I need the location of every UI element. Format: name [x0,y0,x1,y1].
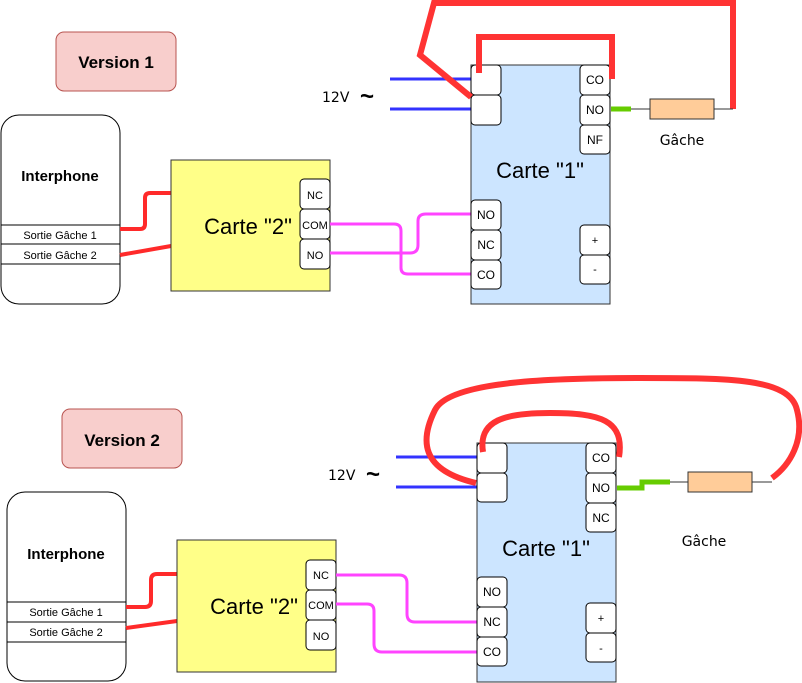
card-2-v1-terminal-no-label: NO [307,250,324,262]
ac-tilde-icon: ~ [360,83,374,110]
card-1-v1-relay-nf-label: NF [587,133,603,147]
card-1-v2-relay-co-label: CO [592,451,610,465]
wire-green-no-2 [617,479,670,491]
wire-red-output-2-v2 [125,619,178,630]
card-1-v2-input-co [476,636,508,667]
version-2-title: Version 2 [84,431,160,450]
card-1-v2-input-no-label: NO [483,585,501,599]
version-1-section: Version 1 Interphone Sortie Gâche 1 Sort… [0,0,736,305]
card-1-v2-power-terminal-2 [476,472,508,503]
card-1-v1-input-nc-label: NC [477,238,495,252]
interphone-1: Interphone Sortie Gâche 1 Sortie Gâche 2 [0,114,121,305]
strike-2-resistor-icon [687,471,753,493]
card-2-v2-terminal-no-label: NO [313,631,330,643]
card-1-v2: Carte "1" CO NO NC NO NC CO + - [476,442,617,683]
interphone-2-output-1-label: Sortie Gâche 1 [29,607,102,619]
wire-red-strike-return-2 [423,374,802,486]
card-2-v1-terminal-nc-label: NC [307,190,323,202]
supply-2-label: 12V [328,468,356,484]
ac-tilde-icon-2: ~ [366,461,380,488]
wire-magenta-com-co-v2 [336,602,477,654]
card-1-v1-relay-no-label: NO [586,103,604,117]
version-2-badge: Version 2 [61,408,183,469]
card-1-v2-label: Carte "1" [502,536,590,561]
card-1-v1-relay-co-label: CO [586,73,604,87]
card-2-v2: Carte "2" NC COM NO [176,539,337,673]
card-2-v1-label: Carte "2" [204,214,292,239]
version-2-section: Version 2 Interphone Sortie Gâche 1 Sort… [6,374,802,683]
card-1-v2-input-co-label: CO [483,645,501,659]
wire-red-bridge-2 [479,409,623,458]
interphone-2-output-2-label: Sortie Gâche 2 [29,627,102,639]
card-1-v1-input-co-label: CO [477,268,495,282]
wire-red-strike-return-1 [416,0,736,109]
version-1-title: Version 1 [78,53,154,72]
wire-red-bridge-1 [476,34,615,79]
card-1-v2-input-nc-label: NC [483,615,501,629]
strike-1-resistor-icon [649,98,715,120]
card-2-v1-terminal-com-label: COM [302,220,328,232]
card-1-v1-input-co [470,259,502,290]
card-1-v1-power-terminal-1 [470,64,502,96]
card-1-v1-input-no-label: NO [477,208,495,222]
card-2-v2-label: Carte "2" [210,594,298,619]
card-1-v1-supply-plus-label: + [592,235,598,247]
wire-red-output-2 [119,244,172,257]
wire-red-output-1 [120,191,171,231]
card-2-v2-terminal-com-label: COM [308,600,334,612]
interphone-1-output-1-label: Sortie Gâche 1 [23,230,96,242]
version-1-badge: Version 1 [55,31,177,92]
card-1-v1-supply-minus [579,254,611,285]
card-1-v1: Carte "1" CO NO NF NO NC CO + - [470,64,611,305]
strike-2-label: Gâche [682,534,727,550]
card-1-v2-supply-minus [585,632,617,663]
card-2-v2-terminal-no [305,619,337,651]
card-1-v2-supply-plus-label: + [598,613,604,625]
interphone-1-output-2-label: Sortie Gâche 2 [23,250,96,262]
wire-red-output-1-v2 [126,572,177,609]
card-1-v2-relay-nc-label: NC [592,511,610,525]
wire-magenta-no-no [330,212,471,255]
interphone-2: Interphone Sortie Gâche 1 Sortie Gâche 2 [6,491,127,682]
supply-1-label: 12V [322,90,350,106]
interphone-1-title: Interphone [21,168,99,185]
card-1-v2-supply-minus-label: - [599,643,603,655]
interphone-2-output-2 [6,621,127,643]
card-1-v1-relay-nf [579,124,611,155]
card-1-v1-label: Carte "1" [496,158,584,183]
wire-magenta-com-co [330,222,471,276]
card-2-v2-terminal-nc-label: NC [313,570,329,582]
card-1-v2-relay-no-label: NO [592,481,610,495]
card-1-v2-relay-nc [585,502,617,533]
interphone-2-title: Interphone [27,546,105,563]
strike-1-label: Gâche [660,133,705,149]
wire-magenta-nc-nc [336,573,477,624]
card-2-v1: Carte "2" NC COM NO [170,159,331,292]
card-1-v1-power-terminal-2 [470,94,502,126]
card-1-v1-supply-minus-label: - [593,264,597,276]
